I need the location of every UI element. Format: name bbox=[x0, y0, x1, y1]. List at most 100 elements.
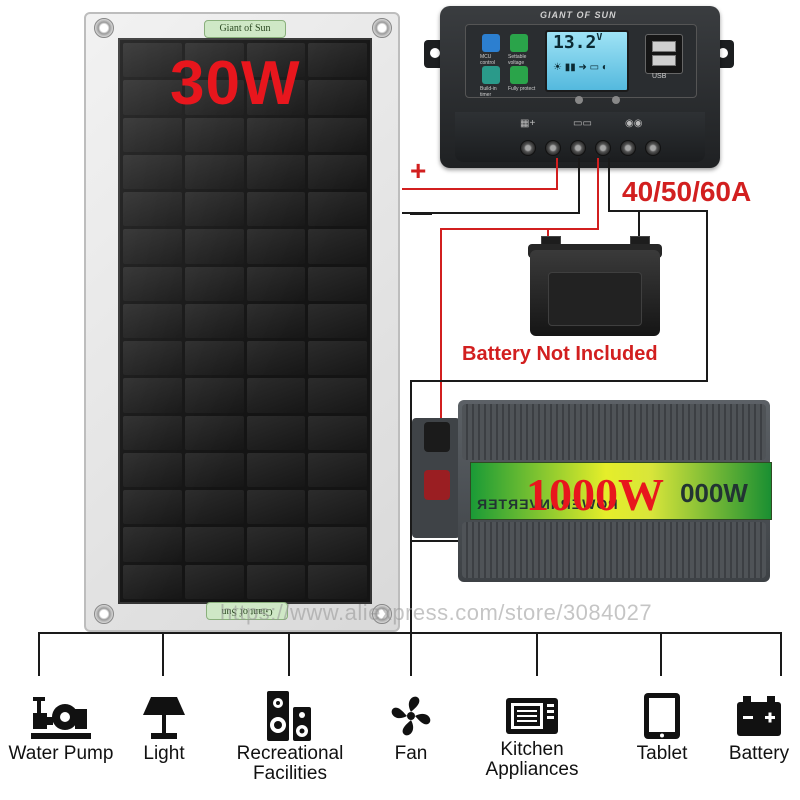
appliance-light: Light bbox=[124, 688, 204, 764]
tablet-icon bbox=[644, 693, 680, 739]
red-wire bbox=[440, 228, 442, 424]
solar-cell bbox=[184, 527, 244, 562]
solar-cell bbox=[246, 303, 306, 339]
solar-cell bbox=[308, 192, 367, 227]
solar-cell bbox=[246, 341, 306, 376]
black-wire bbox=[608, 210, 708, 212]
store-watermark: https://www.aliexpress.com/store/3084027 bbox=[220, 600, 653, 625]
fan-icon bbox=[391, 696, 431, 736]
black-wire bbox=[706, 210, 708, 382]
black-wire bbox=[410, 540, 460, 542]
solar-cell bbox=[246, 80, 306, 115]
terminal-screw bbox=[570, 140, 586, 156]
solar-cell bbox=[123, 527, 182, 562]
solar-cell bbox=[123, 303, 182, 339]
solar-cell bbox=[246, 43, 306, 78]
terminal-screw bbox=[595, 140, 611, 156]
grommet-icon bbox=[94, 18, 114, 38]
black-wire bbox=[638, 210, 640, 246]
solar-cell bbox=[308, 229, 367, 264]
timer-icon bbox=[482, 66, 500, 84]
lcd-voltage-readout: 13.2V bbox=[553, 32, 603, 53]
grommet-icon bbox=[372, 604, 392, 624]
appliance-label: Light bbox=[143, 743, 185, 764]
lcd-status-icons: ☀ ▮▮ ➜ ▭ ◐ bbox=[553, 62, 608, 73]
solar-cell bbox=[308, 266, 367, 301]
load-drop-wire bbox=[660, 632, 662, 676]
solar-cell bbox=[123, 490, 182, 525]
controller-button[interactable] bbox=[575, 96, 583, 104]
solar-cell bbox=[246, 564, 306, 599]
solar-cell-grid bbox=[118, 38, 372, 604]
black-wire bbox=[402, 212, 580, 214]
solar-cell bbox=[184, 378, 244, 413]
speaker-icon bbox=[267, 691, 311, 741]
solar-cell bbox=[123, 43, 182, 78]
solar-cell bbox=[184, 341, 244, 376]
solar-cell bbox=[246, 490, 306, 525]
solar-cell bbox=[246, 192, 306, 227]
solar-cell bbox=[308, 415, 367, 450]
red-wire bbox=[597, 158, 599, 230]
solar-cell bbox=[123, 80, 182, 115]
appliance-recreational-facilities: Recreational Facilities bbox=[222, 688, 358, 784]
inverter-positive-terminal bbox=[424, 470, 450, 500]
solar-cell bbox=[123, 266, 182, 301]
solar-cell bbox=[308, 490, 367, 525]
controller-lcd bbox=[545, 30, 629, 92]
solar-cell bbox=[184, 154, 244, 190]
solar-cell bbox=[246, 117, 306, 152]
appliance-tablet: Tablet bbox=[622, 688, 702, 764]
panel-brand-plate-top: Giant of Sun bbox=[204, 20, 286, 38]
solar-cell bbox=[308, 80, 367, 115]
negative-sign bbox=[410, 212, 432, 215]
inverter-heatsink-fins bbox=[462, 404, 766, 460]
solar-cell bbox=[246, 229, 306, 264]
terminal-screw bbox=[520, 140, 536, 156]
solar-cell bbox=[308, 117, 367, 152]
inverter-negative-terminal bbox=[424, 422, 450, 452]
microwave-icon bbox=[506, 698, 558, 734]
terminal-screw bbox=[645, 140, 661, 156]
battery-icon bbox=[737, 696, 781, 736]
black-wire bbox=[410, 380, 708, 382]
solar-cell bbox=[184, 117, 244, 152]
inverter-mirrored-rating: W000 bbox=[680, 478, 748, 508]
controller-icon-label: MCU control bbox=[480, 54, 496, 66]
solar-cell bbox=[246, 527, 306, 562]
battery-terminal-icon: ▭▭ bbox=[573, 118, 592, 129]
solar-cell bbox=[308, 341, 367, 376]
controller-icon-label: Settable voltage bbox=[508, 54, 527, 66]
appliance-label: Fan bbox=[394, 743, 428, 764]
appliance-water-pump: Water Pump bbox=[0, 688, 122, 764]
load-drop-wire bbox=[780, 632, 782, 676]
settings-icon bbox=[510, 34, 528, 52]
solar-cell bbox=[308, 527, 367, 562]
red-wire bbox=[402, 188, 558, 190]
solar-cell bbox=[184, 490, 244, 525]
solar-cell bbox=[246, 378, 306, 413]
load-drop-wire bbox=[410, 632, 412, 676]
grommet-icon bbox=[94, 604, 114, 624]
panel-power-label: 30W bbox=[170, 49, 301, 118]
black-wire bbox=[608, 158, 610, 212]
load-drop-wire bbox=[38, 632, 40, 676]
load-drop-wire bbox=[536, 632, 538, 676]
terminal-screw bbox=[545, 140, 561, 156]
grommet-icon bbox=[372, 18, 392, 38]
water-pump-icon bbox=[31, 697, 91, 739]
solar-cell bbox=[123, 117, 182, 152]
solar-cell bbox=[184, 303, 244, 339]
inverter-label bbox=[470, 462, 772, 520]
terminal-screw bbox=[620, 140, 636, 156]
controller-icon-label: Build-in timer bbox=[480, 86, 497, 98]
solar-cell bbox=[184, 266, 244, 301]
mcu-icon bbox=[482, 34, 500, 52]
appliance-kitchen: Kitchen Appliances bbox=[470, 692, 594, 780]
solar-cell bbox=[184, 415, 244, 450]
solar-cell bbox=[184, 229, 244, 264]
controller-button[interactable] bbox=[612, 96, 620, 104]
solar-cell bbox=[123, 154, 182, 190]
solar-cell bbox=[184, 43, 244, 78]
load-drop-wire bbox=[162, 632, 164, 676]
